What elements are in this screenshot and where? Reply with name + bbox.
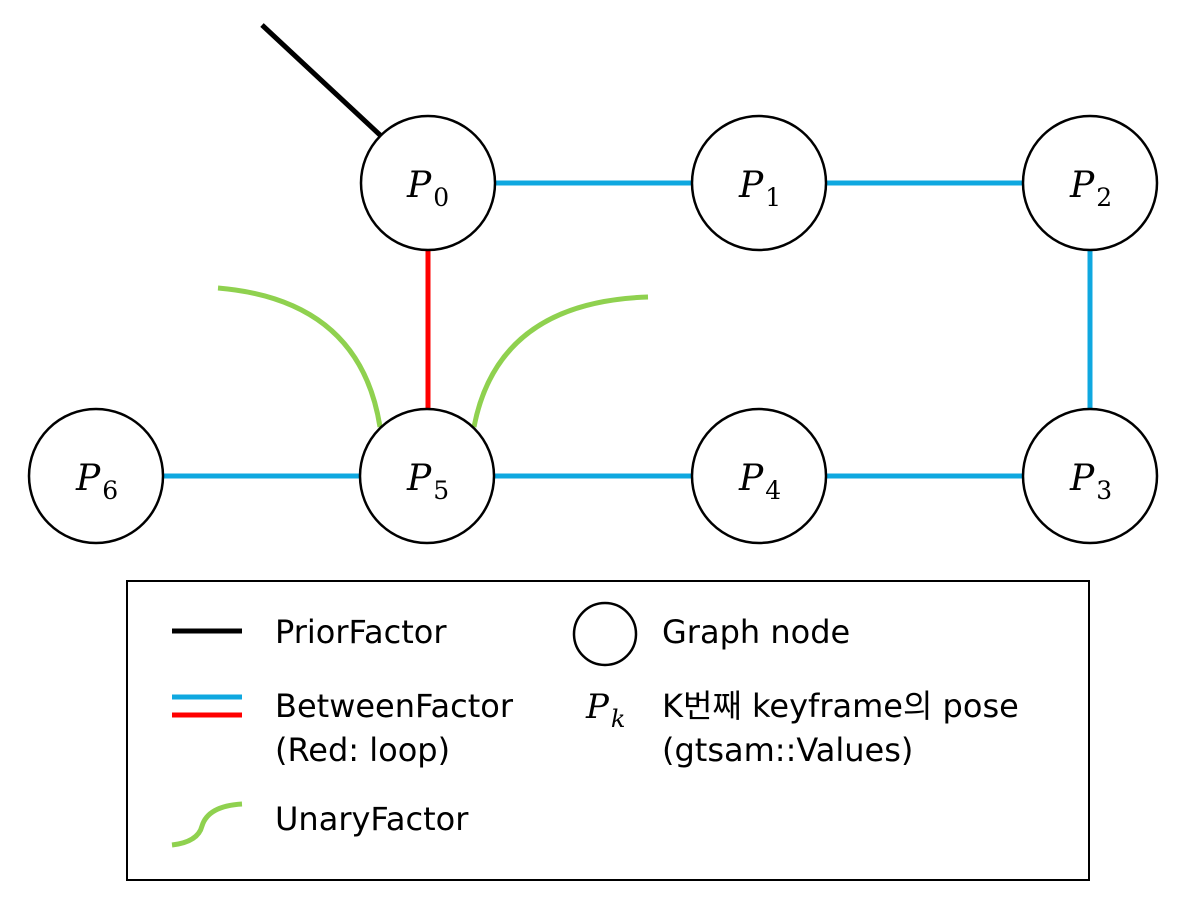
node-label: P0 xyxy=(406,165,449,212)
node-label: P2 xyxy=(1069,165,1112,212)
graph-node-p3: P3 xyxy=(1021,407,1159,545)
node-circle xyxy=(690,114,828,252)
node-label: P6 xyxy=(75,458,118,505)
unary-factor-left-arc xyxy=(217,285,383,428)
node-label: P5 xyxy=(406,458,449,505)
node-circle xyxy=(690,407,828,545)
legend-pose-symbol: Pk xyxy=(585,687,625,733)
node-circle xyxy=(27,407,165,545)
graph-node-p4: P4 xyxy=(690,407,828,545)
node-label: P3 xyxy=(1069,458,1112,505)
legend-prior-label: PriorFactor xyxy=(275,613,447,651)
legend-unary-label: UnaryFactor xyxy=(275,800,469,838)
node-label: P4 xyxy=(738,458,781,505)
graph-node-p1: P1 xyxy=(690,114,828,252)
legend-between-label: BetweenFactor xyxy=(275,687,514,725)
legend-unary-swatch xyxy=(171,801,243,848)
legend-loop-label: (Red: loop) xyxy=(275,731,450,769)
node-circle xyxy=(1021,114,1159,252)
prior-factor-line xyxy=(260,23,382,137)
legend-values-label: (gtsam::Values) xyxy=(662,731,913,769)
graph-node-p6: P6 xyxy=(27,407,165,545)
legend-pose-label: K번째 keyframe의 pose xyxy=(662,687,1019,725)
graph-node-p0: P0 xyxy=(359,114,497,252)
node-circle xyxy=(1021,407,1159,545)
node-label: P1 xyxy=(738,165,781,212)
unary-factor-right-arc xyxy=(471,294,649,428)
legend-node-symbol xyxy=(572,601,638,667)
graph-node-p5: P5 xyxy=(358,407,496,545)
node-circle xyxy=(358,407,496,545)
legend: PriorFactor BetweenFactor (Red: loop) Un… xyxy=(126,580,1090,881)
node-circle xyxy=(359,114,497,252)
graph-node-p2: P2 xyxy=(1021,114,1159,252)
legend-node-label: Graph node xyxy=(662,613,850,651)
